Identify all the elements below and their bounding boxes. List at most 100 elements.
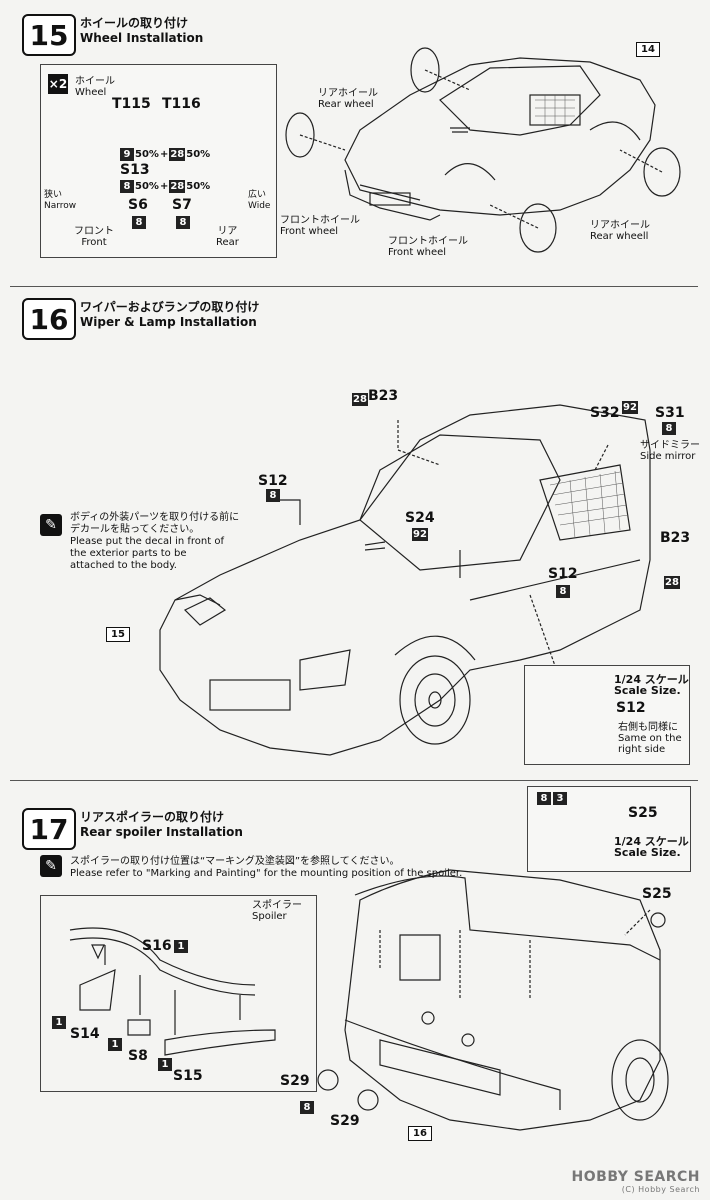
step16-scale-label: 1/24 スケール Scale Size. (614, 674, 689, 696)
watermark-text: HOBBY SEARCH (571, 1169, 700, 1185)
scale-en-16: Scale Size. (614, 684, 681, 697)
same-en-2: right side (618, 744, 666, 755)
s14-color: 1 (52, 1016, 66, 1029)
same-en-1: Same on the (618, 733, 682, 744)
part-s14: S14 (70, 1026, 100, 1042)
s31-color: 8 (662, 422, 676, 435)
step16-title-en: Wiper & Lamp Installation (80, 315, 257, 329)
rear-wheel-en: Rear wheel (318, 99, 374, 110)
rear-wheel2-label: リアホイール Rear wheell (590, 220, 650, 242)
rear-wheel2-ja: リアホイール (590, 220, 650, 231)
mix1-b: 28 (169, 148, 186, 161)
part-s15: S15 (173, 1068, 203, 1084)
rear-wheel-label: リアホイール Rear wheel (318, 88, 378, 110)
side-mirror-en: Side mirror (640, 451, 696, 462)
rear-wheel2-en: Rear wheell (590, 231, 649, 242)
step17-spoiler-inset (40, 895, 317, 1092)
s29-color: 8 (300, 1101, 314, 1114)
b23-top-color: 28 (352, 393, 368, 406)
wide-en: Wide (248, 201, 271, 211)
part-b23-right: B23 (660, 530, 691, 546)
part-s32: S32 (590, 405, 620, 421)
note17-en: Please refer to "Marking and Painting" f… (70, 868, 463, 879)
step16-scale-inset (524, 665, 690, 765)
step15-ref: 14 (636, 42, 660, 57)
step16-title-ja: ワイパーおよびランプの取り付け (80, 300, 260, 314)
part-t115: T115 (112, 96, 151, 112)
inset-s25: S25 (628, 805, 658, 821)
divider-16-17 (10, 780, 698, 781)
multiplier-n: 2 (58, 77, 68, 91)
s25-color-1: 8 (537, 792, 551, 805)
step16-number: 16 (22, 298, 76, 340)
mix1-plus: + (159, 149, 169, 160)
same-ja: 右側も同様に (618, 722, 678, 733)
rear-ja: リア (217, 226, 238, 237)
scale-ja-17: 1/24 スケール (614, 835, 689, 848)
front-wheel-mid-label: フロントホイール Front wheel (388, 236, 468, 258)
wheel-label: ホイール Wheel (75, 76, 115, 98)
front-label: フロント Front (74, 226, 114, 248)
step17-note: スポイラーの取り付け位置は“マーキング及塗装図”を参照してください。 Pleas… (70, 856, 462, 880)
step15-number: 15 (22, 14, 76, 56)
note-ja-2: デカールを貼ってください。 (70, 524, 200, 535)
spoiler-ja: スポイラー (252, 900, 302, 911)
s25-color-2: 3 (553, 792, 567, 805)
step15-title-ja: ホイールの取り付け (80, 16, 189, 30)
spoiler-en: Spoiler (252, 911, 287, 922)
mix2-b: 28 (169, 180, 186, 193)
s15-color: 1 (158, 1058, 172, 1071)
step16-note: ボディの外装パーツを取り付ける前に デカールを貼ってください。 Please p… (70, 512, 239, 572)
part-s24: S24 (405, 510, 435, 526)
part-s8: S8 (128, 1048, 148, 1064)
s12-top-color: 8 (266, 489, 280, 502)
scale-en-17: Scale Size. (614, 846, 681, 859)
same-side-note: 右側も同様に Same on the right side (618, 722, 682, 755)
note-en-1: Please put the decal in front of (70, 536, 224, 547)
spoiler-label: スポイラー Spoiler (252, 900, 302, 922)
step15-car-illustration (285, 47, 681, 253)
step16-car-illustration (159, 404, 651, 756)
front-ja: フロント (74, 226, 114, 237)
part-b23-top: B23 (368, 388, 399, 404)
step16-ref: 15 (106, 627, 130, 642)
step16-title: ワイパーおよびランプの取り付け Wiper & Lamp Installatio… (80, 300, 259, 330)
wide-label: 広い Wide (248, 190, 270, 212)
narrow-en: Narrow (44, 201, 77, 211)
mix2-b-pct: 50% (186, 181, 211, 192)
inset-s12: S12 (616, 700, 646, 716)
s7-color: 8 (176, 216, 190, 229)
multiplier-badge: ×2 (48, 74, 68, 94)
note17-ja: スポイラーの取り付け位置は“マーキング及塗装図”を参照してください。 (70, 856, 400, 867)
front-wheel-left-en: Front wheel (280, 226, 339, 237)
part-t116: T116 (162, 96, 201, 112)
s16-color: 1 (174, 940, 188, 953)
wheel-label-ja: ホイール (75, 76, 115, 87)
part-s13: S13 (120, 162, 150, 178)
scale-ja-16: 1/24 スケール (614, 673, 689, 686)
part-s29-b: S29 (330, 1113, 360, 1129)
mix1-a-pct: 50% (135, 149, 159, 160)
step15-title-en: Wheel Installation (80, 31, 204, 45)
b23-right-color: 28 (664, 576, 680, 589)
side-mirror-ja: サイドミラー (640, 440, 700, 451)
wide-ja: 広い (248, 190, 267, 200)
note-en-3: attached to the body. (70, 560, 177, 571)
part-s7: S7 (172, 197, 192, 213)
s12-right-color: 8 (556, 585, 570, 598)
front-wheel-mid-en: Front wheel (388, 247, 447, 258)
step17-car-rear (317, 869, 669, 1131)
front-wheel-mid-ja: フロントホイール (388, 236, 468, 247)
note-icon-17: ✎ (40, 855, 62, 877)
front-wheel-left-label: フロントホイール Front wheel (280, 215, 360, 237)
s25-color-codes: 8 3 (537, 792, 567, 805)
s6-color: 8 (132, 216, 146, 229)
front-en: Front (81, 237, 107, 248)
step15-wheel-inset (40, 64, 277, 258)
watermark-sub: (C) Hobby Search (621, 1185, 700, 1194)
s8-color: 1 (108, 1038, 122, 1051)
wheel-label-en: Wheel (75, 87, 107, 98)
part-s12-top: S12 (258, 473, 288, 489)
side-mirror-label: サイドミラー Side mirror (640, 440, 700, 462)
